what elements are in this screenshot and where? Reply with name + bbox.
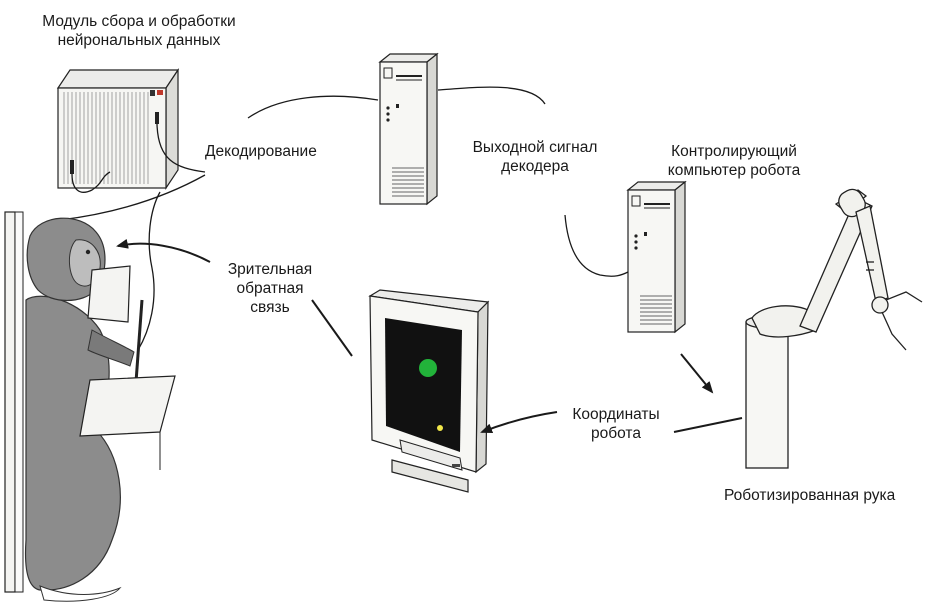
cursor-dot xyxy=(437,425,443,431)
arrow-to-robot-arm xyxy=(680,353,714,394)
line-feedback-to-monitor xyxy=(311,299,353,357)
label-visual-feedback-line2: обратная xyxy=(236,280,304,297)
module-cables xyxy=(59,123,206,351)
label-robot-coords-line1: Координаты xyxy=(572,406,660,423)
label-neural-module-line1: Модуль сбора и обработки xyxy=(42,13,236,30)
neural-data-module xyxy=(56,68,180,190)
label-decoder-output: Выходной сигнал декодера xyxy=(455,138,615,176)
target-dot xyxy=(419,359,437,377)
line-arm-to-coords xyxy=(673,417,743,433)
label-control-computer-line1: Контролирующий xyxy=(671,143,797,160)
label-visual-feedback-line3: связь xyxy=(250,299,290,316)
feedback-monitor xyxy=(368,289,490,493)
label-visual-feedback-line1: Зрительная xyxy=(227,261,313,278)
label-decoding: Декодирование xyxy=(205,143,317,160)
label-neural-module-line2: нейрональных данных xyxy=(57,32,221,49)
label-decoder-output-line2: декодера xyxy=(501,158,569,175)
label-robot-coords: Координаты робота xyxy=(556,405,676,443)
flow-arrows xyxy=(116,238,743,434)
arrow-visual-feedback xyxy=(116,238,211,263)
label-neural-module: Модуль сбора и обработки нейрональных да… xyxy=(0,12,278,50)
label-robot-coords-line2: робота xyxy=(591,425,641,442)
computer-cables xyxy=(247,86,629,277)
label-control-computer: Контролирующий компьютер робота xyxy=(634,142,834,180)
decoder-computer xyxy=(378,52,439,206)
label-decoder-output-line1: Выходной сигнал xyxy=(472,139,598,156)
monkey-subject xyxy=(4,211,176,602)
arrow-coords-to-monitor xyxy=(480,411,558,434)
robotic-arm xyxy=(745,188,923,469)
label-robot-arm: Роботизированная рука xyxy=(724,487,896,504)
robot-control-computer xyxy=(626,180,687,334)
label-visual-feedback: Зрительная обратная связь xyxy=(210,260,330,317)
label-control-computer-line2: компьютер робота xyxy=(667,162,801,179)
